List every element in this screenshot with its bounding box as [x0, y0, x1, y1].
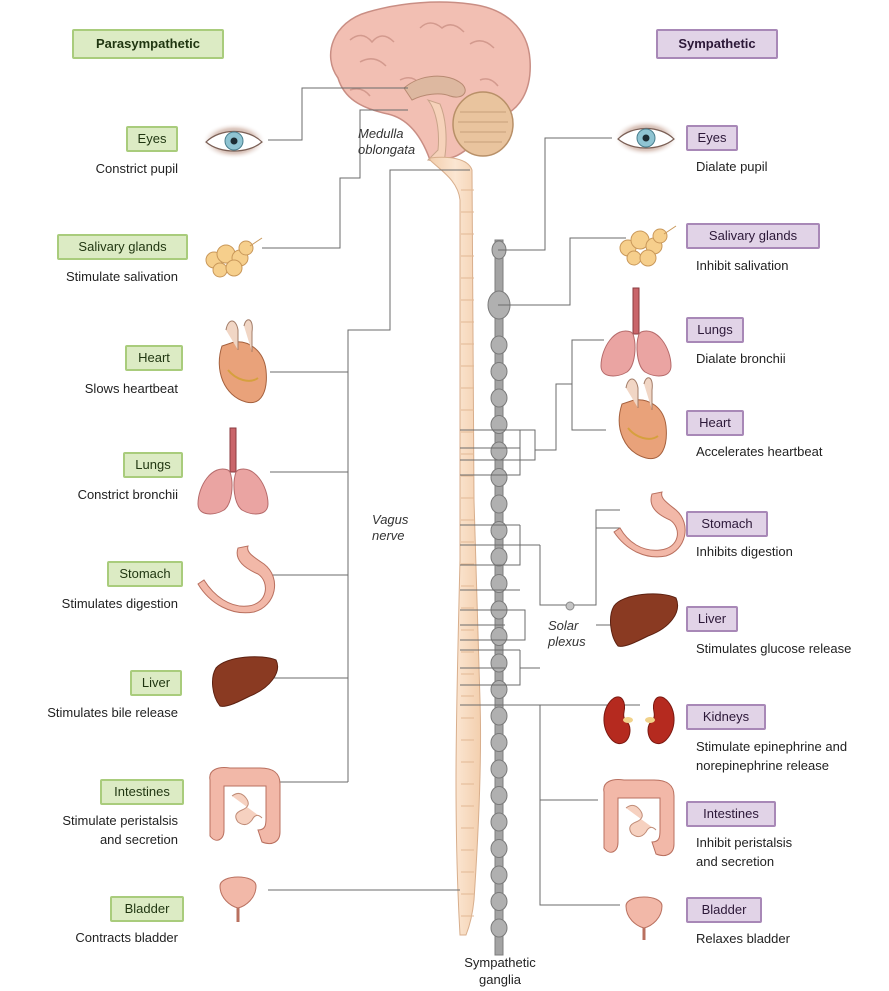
symp-effect-salivary: Inhibit salivation — [696, 257, 789, 275]
para-label-salivary: Salivary glands — [57, 234, 188, 260]
ganglion — [491, 628, 507, 646]
symp-effect-intestines-2: and secretion — [696, 853, 774, 871]
medulla-line-1: Medulla — [358, 126, 415, 142]
para-effect-intestines-1: Stimulate peristalsis — [0, 812, 178, 830]
heart-icon — [619, 378, 666, 459]
ganglion — [491, 389, 507, 407]
symp-effect-liver: Stimulates glucose release — [696, 640, 851, 658]
solar-line-1: Solar — [548, 618, 586, 634]
sympathetic-ganglia-chain — [488, 240, 510, 955]
heart-icon — [219, 320, 266, 403]
solar-line-2: plexus — [548, 634, 586, 650]
symp-effect-kidneys-2: norepinephrine release — [696, 757, 829, 775]
ganglion — [491, 760, 507, 778]
salivary-gland-icon — [620, 226, 676, 266]
symp-effect-stomach: Inhibits digestion — [696, 543, 793, 561]
ganglion — [491, 866, 507, 884]
para-label-liver: Liver — [130, 670, 182, 696]
symp-label-lungs: Lungs — [686, 317, 744, 343]
ganglion — [491, 681, 507, 699]
lungs-icon — [198, 428, 268, 514]
eye-icon — [614, 120, 678, 156]
symp-effect-eyes: Dialate pupil — [696, 158, 768, 176]
ganglion — [491, 416, 507, 434]
symp-label-kidneys: Kidneys — [686, 704, 766, 730]
ganglion — [491, 919, 507, 937]
ganglion — [491, 336, 507, 354]
vagus-line-2: nerve — [372, 528, 408, 544]
ganglion — [491, 734, 507, 752]
ganglion — [491, 442, 507, 460]
nerve-lines — [262, 88, 640, 905]
vagus-annotation: Vagus nerve — [372, 512, 408, 544]
spinal-cord — [430, 157, 481, 935]
ganglion — [491, 813, 507, 831]
ganglion — [491, 654, 507, 672]
para-label-eyes: Eyes — [126, 126, 178, 152]
liver-icon — [611, 594, 678, 647]
para-label-bladder: Bladder — [110, 896, 184, 922]
symp-effect-kidneys-1: Stimulate epinephrine and — [696, 738, 847, 756]
ganglion — [491, 522, 507, 540]
para-label-intestines: Intestines — [100, 779, 184, 805]
ganglion — [491, 469, 507, 487]
bladder-icon — [626, 897, 662, 940]
para-effect-intestines-2: and secretion — [0, 831, 178, 849]
bladder-icon — [220, 877, 256, 922]
solar-plexus-annotation: Solar plexus — [548, 618, 586, 650]
sympathetic-header: Sympathetic — [656, 29, 778, 59]
para-effect-liver: Stimulates bile release — [0, 704, 178, 722]
symp-label-salivary: Salivary glands — [686, 223, 820, 249]
eye-icon — [202, 123, 266, 159]
symp-effect-heart: Accelerates heartbeat — [696, 443, 822, 461]
ganglia-line-2: ganglia — [450, 971, 550, 988]
para-effect-stomach: Stimulates digestion — [0, 595, 178, 613]
kidneys-icon — [604, 697, 674, 744]
vagus-line-1: Vagus — [372, 512, 408, 528]
lungs-icon — [601, 288, 671, 376]
parasympathetic-header: Parasympathetic — [72, 29, 224, 59]
para-label-lungs: Lungs — [123, 452, 183, 478]
para-effect-lungs: Constrict bronchii — [0, 486, 178, 504]
symp-label-intestines: Intestines — [686, 801, 776, 827]
symp-label-stomach: Stomach — [686, 511, 768, 537]
ganglion — [491, 707, 507, 725]
symp-effect-bladder: Relaxes bladder — [696, 930, 790, 948]
intestines-icon — [210, 768, 280, 844]
ganglion — [491, 548, 507, 566]
para-label-heart: Heart — [125, 345, 183, 371]
symp-label-heart: Heart — [686, 410, 744, 436]
symp-effect-intestines-1: Inhibit peristalsis — [696, 834, 792, 852]
ganglia-line-1: Sympathetic — [450, 954, 550, 971]
intestines-icon — [604, 780, 674, 856]
symp-effect-lungs: Dialate bronchii — [696, 350, 786, 368]
ganglion — [491, 893, 507, 911]
symp-label-liver: Liver — [686, 606, 738, 632]
ganglion — [491, 840, 507, 858]
para-effect-heart: Slows heartbeat — [0, 380, 178, 398]
symp-label-bladder: Bladder — [686, 897, 762, 923]
para-label-stomach: Stomach — [107, 561, 183, 587]
stomach-icon — [614, 492, 685, 557]
para-effect-bladder: Contracts bladder — [0, 929, 178, 947]
ganglion — [491, 495, 507, 513]
stomach-icon — [198, 546, 275, 613]
ganglion — [491, 787, 507, 805]
medulla-line-2: oblongata — [358, 142, 415, 158]
para-effect-salivary: Stimulate salivation — [0, 268, 178, 286]
ganglion — [491, 363, 507, 381]
medulla-annotation: Medulla oblongata — [358, 126, 415, 158]
salivary-gland-icon — [206, 238, 262, 277]
symp-label-eyes: Eyes — [686, 125, 738, 151]
ganglia-caption: Sympathetic ganglia — [450, 954, 550, 988]
para-effect-eyes: Constrict pupil — [0, 160, 178, 178]
liver-icon — [213, 657, 278, 707]
